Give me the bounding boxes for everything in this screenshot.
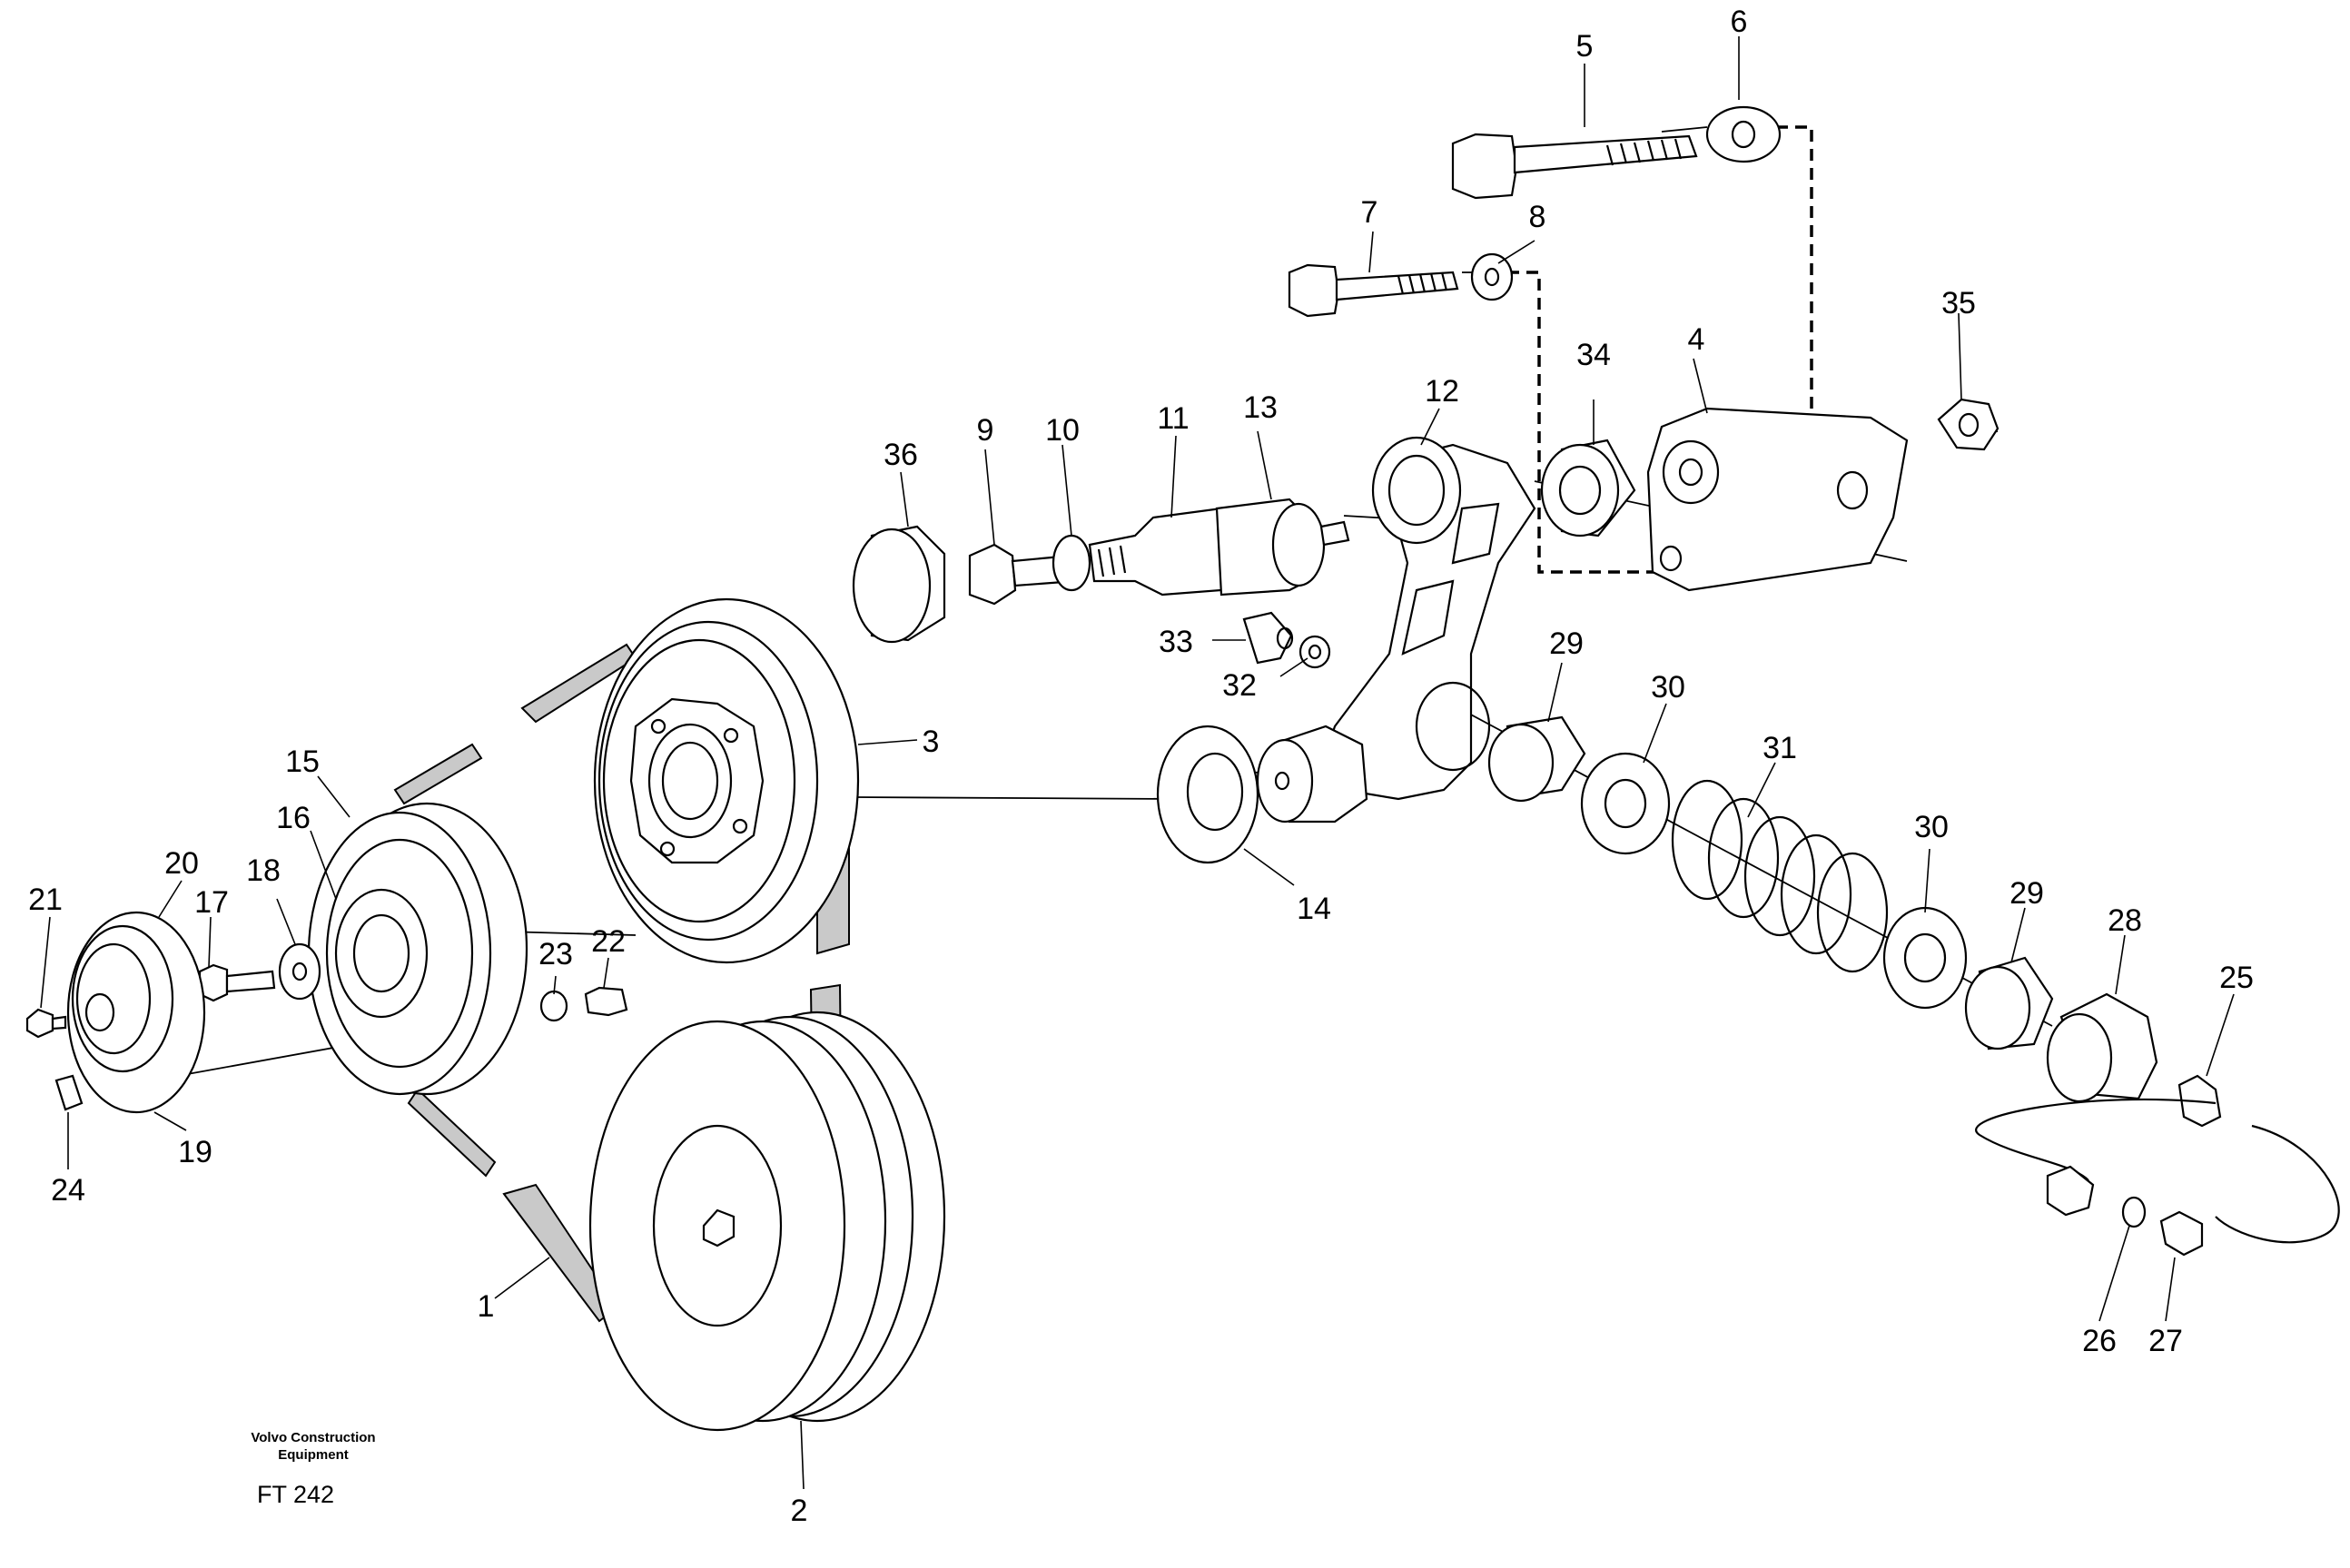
sleeve-part-13 [1215, 498, 1350, 597]
callout-6: 6 [1731, 5, 1748, 39]
washer-part-6 [1705, 105, 1782, 163]
callout-29-lower: 29 [2009, 876, 2044, 911]
callout-9: 9 [977, 413, 994, 448]
callout-3: 3 [923, 725, 940, 759]
callout-32: 32 [1222, 668, 1257, 703]
callout-36: 36 [884, 438, 918, 472]
nut-part-27 [2159, 1210, 2204, 1257]
callout-15: 15 [285, 745, 320, 779]
callout-10: 10 [1045, 413, 1080, 448]
callout-27: 27 [2148, 1324, 2183, 1358]
callout-18: 18 [246, 853, 281, 888]
fitting-cable-end [2046, 1165, 2095, 1217]
callout-5: 5 [1576, 29, 1594, 64]
callout-30-upper: 30 [1651, 670, 1685, 705]
callout-26: 26 [2082, 1324, 2117, 1358]
washer-part-18 [278, 942, 321, 1001]
washer-part-26 [2121, 1196, 2147, 1228]
washer-part-30-upper [1580, 752, 1671, 855]
washer-part-8 [1470, 252, 1514, 301]
pivot-hub [1256, 725, 1368, 823]
sleeve-part-11 [1088, 507, 1223, 597]
cap-part-28 [2046, 992, 2158, 1103]
cap-part-36 [852, 525, 946, 644]
pulley-part-2 [502, 983, 946, 1432]
figure-credit: Volvo Construction Equipment FT 242 [251, 1430, 375, 1508]
callout-21: 21 [28, 883, 63, 917]
washer-part-23 [539, 990, 568, 1022]
bushing-part-29-lower [1964, 956, 2054, 1050]
bolt-part-5 [1451, 133, 1698, 200]
washer-part-30-lower [1882, 906, 1968, 1010]
callout-labels: 1 2 3 4 5 6 7 8 9 10 11 12 13 14 15 16 1… [28, 5, 2254, 1528]
nut-part-35 [1937, 398, 1999, 451]
leader-lines [40, 36, 2235, 1490]
bolt-part-7 [1288, 263, 1459, 318]
bolt-part-17 [198, 963, 276, 1002]
credit-line-2: Equipment [278, 1447, 349, 1463]
callout-29-upper: 29 [1549, 626, 1584, 661]
callout-20: 20 [164, 846, 199, 881]
washer-part-10 [1052, 534, 1091, 592]
callout-35: 35 [1941, 286, 1976, 321]
washer-part-32 [1298, 635, 1331, 669]
spring-part-31 [1671, 779, 1889, 973]
callout-24: 24 [51, 1173, 85, 1208]
clip-part-24 [54, 1074, 84, 1111]
cable-loop [1975, 1098, 2340, 1244]
pulley-part-3 [520, 597, 860, 964]
tensioner-arm-part-12 [1315, 436, 1536, 801]
bearing-part-16 [334, 888, 429, 1019]
bushing-part-34 [1540, 439, 1636, 537]
figure-code: FT 242 [257, 1481, 334, 1508]
callout-22: 22 [591, 924, 626, 959]
callout-12: 12 [1425, 374, 1459, 409]
callout-11: 11 [1157, 401, 1189, 436]
callout-8: 8 [1529, 200, 1546, 234]
callout-25: 25 [2219, 961, 2254, 995]
spacer-part-33 [1242, 611, 1294, 665]
callout-4: 4 [1688, 322, 1705, 357]
callout-2: 2 [791, 1494, 808, 1528]
callout-1: 1 [478, 1289, 495, 1324]
callout-33: 33 [1159, 625, 1193, 659]
callout-28: 28 [2108, 903, 2142, 938]
callout-14: 14 [1297, 892, 1331, 926]
callout-23: 23 [538, 937, 573, 971]
callout-34: 34 [1576, 338, 1611, 372]
cover-part-20 [66, 911, 206, 1114]
callout-19: 19 [178, 1135, 212, 1169]
screw-part-22 [584, 986, 628, 1017]
bracket-part-4 [1646, 407, 1909, 592]
callout-30-lower: 30 [1914, 810, 1949, 844]
bushing-part-29-upper [1487, 715, 1586, 803]
callout-16: 16 [276, 801, 311, 835]
callout-17: 17 [194, 885, 229, 920]
credit-line-1: Volvo Construction [251, 1430, 375, 1445]
callout-31: 31 [1762, 731, 1797, 765]
callout-13: 13 [1243, 390, 1278, 425]
callout-7: 7 [1361, 195, 1378, 230]
seal-ring-part-14 [1156, 725, 1259, 864]
screw-part-21 [25, 1008, 67, 1039]
